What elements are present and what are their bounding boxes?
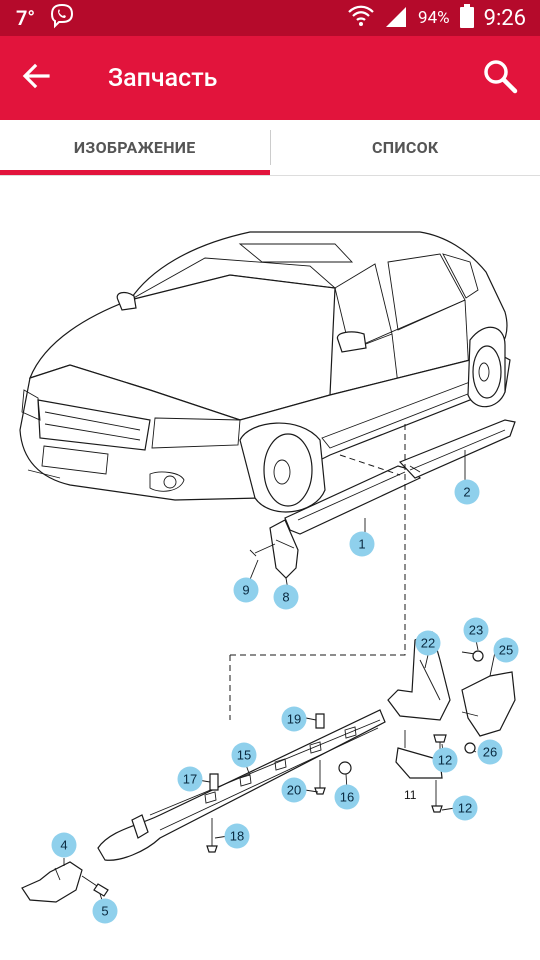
app-bar: Запчасть [0, 36, 540, 120]
callout-26[interactable]: 26 [477, 739, 503, 765]
callout-25-label: 25 [499, 643, 513, 658]
callout-12a[interactable]: 12 [432, 747, 458, 773]
page-title: Запчасть [108, 63, 218, 93]
front-bracket-parts [249, 519, 299, 579]
front-lower-bracket [21, 861, 109, 903]
wifi-icon [348, 5, 374, 31]
callout-17[interactable]: 17 [177, 766, 203, 792]
callout-12a-label: 12 [438, 753, 452, 768]
callout-18-label: 18 [230, 829, 244, 844]
battery-icon [459, 4, 474, 32]
tab-image-label: ИЗОБРАЖЕНИЕ [73, 138, 196, 157]
callout-17-label: 17 [183, 772, 197, 787]
signal-icon [384, 5, 408, 31]
callout-1[interactable]: 1 [349, 531, 375, 557]
callout-8-label: 8 [282, 590, 289, 605]
callout-19[interactable]: 19 [281, 706, 307, 732]
search-button[interactable] [460, 36, 540, 120]
parts-diagram-svg: 1 2 9 8 22 23 25 19 15 12 26 17 20 16 12… [19, 231, 519, 924]
callout-20[interactable]: 20 [281, 777, 307, 803]
callout-22-label: 22 [421, 636, 435, 651]
callout-4[interactable]: 4 [51, 832, 77, 858]
battery-percent: 94% [418, 8, 450, 28]
callout-23-label: 23 [469, 623, 483, 638]
callout-25[interactable]: 25 [493, 637, 519, 663]
callout-2[interactable]: 2 [454, 479, 480, 505]
callout-8[interactable]: 8 [273, 584, 299, 610]
callout-22[interactable]: 22 [415, 630, 441, 656]
temperature: 7° [16, 6, 36, 30]
callout-5[interactable]: 5 [92, 898, 118, 924]
callout-16-label: 16 [340, 790, 354, 805]
callout-18[interactable]: 18 [224, 823, 250, 849]
callout-9-label: 9 [242, 583, 249, 598]
callout-15-label: 15 [237, 748, 251, 763]
parts-diagram[interactable]: 1 2 9 8 22 23 25 19 15 12 26 17 20 16 12… [0, 198, 540, 938]
arrow-back-icon [22, 62, 50, 94]
callout-9[interactable]: 9 [233, 577, 259, 603]
clock: 9:26 [483, 5, 526, 31]
callout-12b-label: 12 [458, 801, 472, 816]
tab-image[interactable]: ИЗОБРАЖЕНИЕ [0, 120, 270, 175]
callout-1-label: 1 [358, 537, 365, 552]
callout-16[interactable]: 16 [334, 784, 360, 810]
car-illustration [19, 231, 511, 513]
tab-bar: ИЗОБРАЖЕНИЕ СПИСОК [0, 120, 540, 176]
callout-15[interactable]: 15 [231, 742, 257, 768]
callout-20-label: 20 [287, 783, 301, 798]
sill-assembly [97, 709, 386, 861]
tab-list[interactable]: СПИСОК [271, 120, 540, 175]
callout-12b[interactable]: 12 [452, 795, 478, 821]
callout-4-label: 4 [60, 838, 67, 853]
status-bar: 7° 94% 9: [0, 0, 540, 36]
rear-bracket-assembly [387, 631, 516, 813]
callout-26-label: 26 [483, 745, 497, 760]
callout-2-label: 2 [463, 485, 470, 500]
sill-trim-parts [284, 419, 516, 535]
tab-divider [269, 130, 271, 165]
tab-list-label: СПИСОК [371, 138, 439, 157]
callout-19-label: 19 [287, 712, 301, 727]
back-button[interactable] [0, 36, 72, 120]
search-icon [482, 58, 518, 98]
callout-23[interactable]: 23 [463, 617, 489, 643]
callout-5-label: 5 [101, 904, 108, 919]
viber-icon [49, 3, 75, 33]
part-label-11: 11 [404, 788, 417, 802]
